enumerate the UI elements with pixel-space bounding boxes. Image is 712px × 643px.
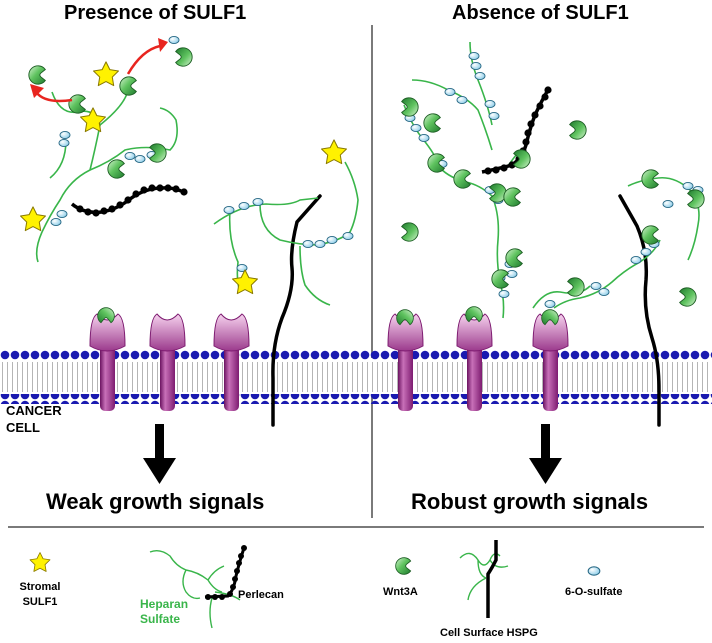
receptor-right-1 [387,313,424,411]
legend-sulfate-label: 6-O-sulfate [565,586,623,598]
cell-membrane [0,350,712,404]
star-icon [232,269,258,295]
receptor-left-2 [149,313,186,411]
right-panel-title: Absence of SULF1 [452,2,629,24]
cancer-cell-label: CANCER CELL [6,402,62,436]
legend-perlecan-label: Perlecan [238,589,284,601]
wnt3a-group-left [28,47,193,179]
star-icon [29,552,51,572]
wnt3a-group-right [401,97,705,307]
right-signal-label: Robust growth signals [411,489,649,514]
star-icon [20,206,46,232]
receptor-left-1 [89,313,126,411]
sulf1-group [20,61,347,295]
receptor-right-3 [532,313,569,411]
legend-heparan-perlecan-icon [149,545,247,629]
legend-sulf1-line2: SULF1 [22,596,58,608]
receptor-left-3 [213,313,250,411]
legend-wnt3a-label: Wnt3A [383,586,418,598]
wnt3a-icon [395,557,412,575]
hspg-left [271,194,322,427]
arrow-down-icon [143,424,176,484]
legend-sulf1-line1: Stromal [19,581,61,593]
sulfate-icon [587,566,601,576]
arrow-down-icon [529,424,562,484]
legend-hspg-icon [459,540,509,618]
cancer-cell-line2: CELL [6,420,40,435]
legend-hspg-label: Cell Surface HSPG [440,627,538,639]
legend-heparan-label: Heparan Sulfate [140,597,188,627]
legend-heparan-line1: Heparan [140,597,189,611]
legend-sulf1-label: Stromal SULF1 [16,580,64,610]
heparan-sulfate-chains [35,41,700,319]
perlecan-right [481,86,552,175]
sulfate-group-right [404,51,704,309]
star-icon [93,61,119,87]
legend-heparan-line2: Sulfate [140,612,181,626]
left-signal-label: Weak growth signals [46,489,265,514]
perlecan-left [70,184,188,217]
receptor-right-2 [456,313,493,411]
hspg-right [618,194,661,427]
star-icon [321,139,347,165]
left-panel-title: Presence of SULF1 [64,2,247,24]
cancer-cell-line1: CANCER [6,403,62,418]
wnt3a-icon [465,306,483,323]
